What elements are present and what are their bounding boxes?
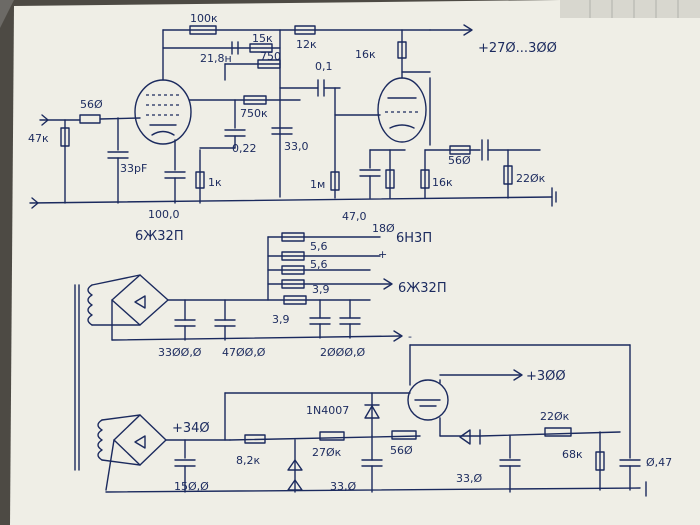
input-arrow [31, 197, 39, 209]
label-r-hv-1: 8,2к [236, 454, 260, 467]
r-screen [243, 95, 267, 105]
transformer-winding [87, 284, 93, 326]
r-heater-top [281, 232, 305, 242]
label-c-heater-2: 47ØØ,Ø [222, 346, 266, 359]
paper-overlap [560, 0, 700, 18]
label-hv-input: +34Ø [172, 421, 210, 436]
label-r-series: 56Ø [80, 98, 103, 111]
label-c-grid: 33pF [120, 162, 147, 175]
label-c-heater-1: 33ØØ,Ø [158, 346, 202, 359]
label-r-heater-3: 3,9 [312, 283, 330, 296]
r-load [503, 165, 513, 185]
label-r-load: 22Øк [516, 172, 546, 185]
ground-rail [29, 196, 553, 204]
zener-1 [287, 459, 303, 471]
label-r-anode-feed: 12к [296, 38, 317, 51]
ruled-paper-corner [589, 0, 679, 18]
label-r-heater-2: 5,6 [310, 258, 328, 271]
label-6n3p: 6Н3П [396, 231, 432, 246]
hv-output-arrow [513, 369, 523, 381]
r-cathode-2 [385, 169, 395, 189]
label-c-hv-out: Ø,47 [646, 456, 672, 469]
label-r-screen: 750к [240, 107, 268, 120]
label-supply: +27Ø...3ØØ [478, 41, 557, 56]
label-r-anode-2: 16к [355, 48, 376, 61]
r-cathode-2b [420, 169, 430, 189]
r-hv-1 [244, 434, 266, 444]
amplifier-section [29, 24, 557, 209]
label-r-fb3: 750 [260, 50, 281, 63]
label-hv-output: +3ØØ [526, 369, 566, 384]
label-c-hv-input: 15Ø,Ø [174, 480, 209, 493]
label-r-output: 56Ø [448, 154, 471, 167]
supply-arrow [463, 24, 473, 36]
r-hv-2 [319, 431, 345, 441]
r-heater-2 [281, 265, 305, 275]
labels: 47к 56Ø 33pF 100к 21,8н 15к 750 12к 0,1 … [28, 12, 672, 493]
diode-2 [459, 429, 471, 445]
r-hv-4 [544, 427, 572, 437]
label-plus-1: + [378, 248, 387, 261]
label-r-heater-4: 3,9 [272, 313, 290, 326]
label-r-fb1: 100к [190, 12, 218, 25]
label-c-hv-2: 33,Ø [330, 480, 356, 493]
label-r-fb2: 15к [252, 32, 273, 45]
label-minus: - [408, 330, 412, 343]
label-r-hv-3: 56Ø [390, 444, 413, 457]
r-anode-feed [294, 25, 316, 35]
r-anode-2 [397, 41, 407, 59]
label-r-heater-1: 5,6 [310, 240, 328, 253]
transformer-winding-2 [97, 419, 103, 461]
label-c-screen: 0,22 [232, 142, 257, 155]
label-r-cathode-2: 16к [432, 176, 453, 189]
r-input [60, 127, 70, 147]
label-6zh32p: 6Ж32П [398, 281, 447, 296]
label-diode: 1N4007 [306, 404, 349, 417]
r-hv-5 [595, 451, 605, 471]
hv-ground-rail [105, 487, 641, 493]
diode-1n4007 [364, 405, 380, 419]
r-output [449, 145, 471, 155]
hv-supply-section [97, 344, 647, 497]
label-c-hv-3: 33,Ø [456, 472, 482, 485]
label-r-hv-4: 22Øк [540, 410, 570, 423]
zener-2 [287, 479, 303, 491]
mosfet-transistor [407, 379, 449, 421]
label-c-anode: 33,0 [284, 140, 309, 153]
label-r-heater-top: 18Ø [372, 222, 395, 235]
r-heater-1 [281, 251, 305, 261]
r-fb1 [189, 25, 217, 35]
r-heater-3 [281, 279, 305, 289]
label-r-hv-2: 27Øк [312, 446, 342, 459]
label-c-fb: 21,8н [200, 52, 232, 65]
label-c-heater-3: 2ØØØ,Ø [320, 346, 365, 359]
paper-sheet [10, 0, 700, 525]
r-hv-3 [391, 430, 417, 440]
label-c-cathode-2: 47,0 [342, 210, 367, 223]
heater-supply-section [74, 232, 403, 471]
label-r-hv-5: 68к [562, 448, 583, 461]
label-c-cathode: 100,0 [148, 208, 180, 221]
label-c-coupling: 0,1 [315, 60, 333, 73]
r-cathode-1 [195, 171, 205, 189]
r-heater-4 [283, 295, 307, 305]
label-r-input: 47к [28, 132, 49, 145]
label-tube-1: 6Ж32П [135, 229, 184, 244]
label-r-cathode: 1к [208, 176, 222, 189]
label-r-grid: 1м [310, 178, 325, 191]
r-grid [330, 171, 340, 191]
